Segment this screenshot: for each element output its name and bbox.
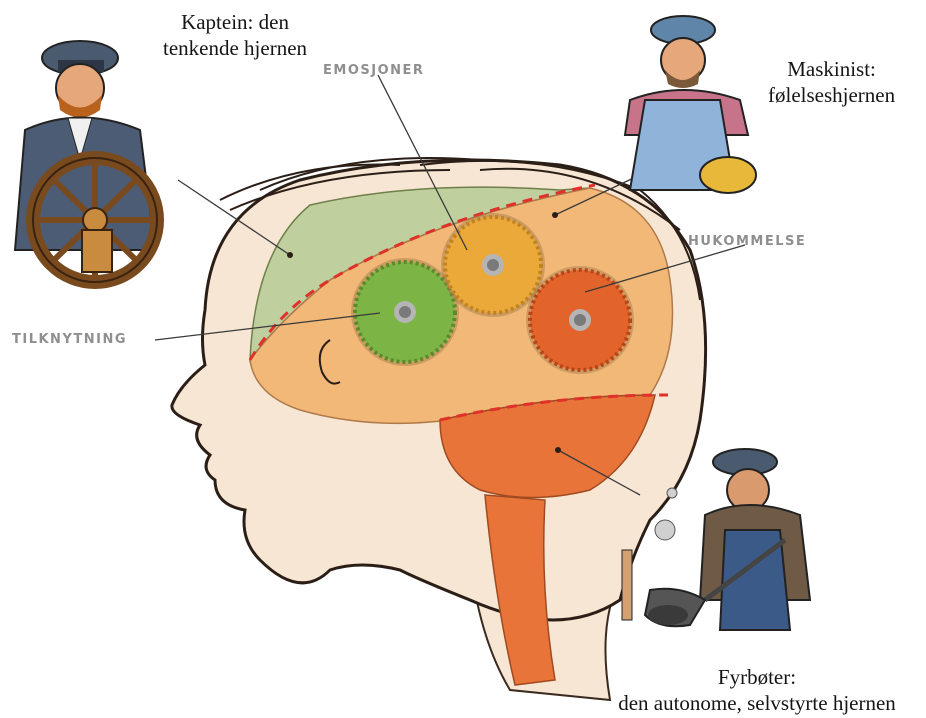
captain-figure (15, 41, 157, 282)
caption-stoker-line1: Fyrbøter: (596, 664, 918, 690)
caption-captain: Kaptein: den tenkende hjernen (163, 9, 307, 61)
caption-captain-line2: tenkende hjernen (163, 35, 307, 61)
caption-machinist-line1: Maskinist: (768, 56, 895, 82)
caption-machinist: Maskinist: følelseshjernen (768, 56, 895, 108)
caption-machinist-line2: følelseshjernen (768, 82, 895, 108)
label-attachment: TILKNYTNING (12, 332, 127, 347)
label-memory: HUKOMMELSE (688, 234, 806, 249)
caption-stoker: Fyrbøter: den autonome, selvstyrte hjern… (596, 664, 918, 716)
caption-captain-line1: Kaptein: den (163, 9, 307, 35)
label-emotions: EMOSJONER (323, 63, 424, 78)
caption-stoker-line2: den autonome, selvstyrte hjernen (596, 690, 918, 716)
machinist-figure (625, 16, 756, 193)
